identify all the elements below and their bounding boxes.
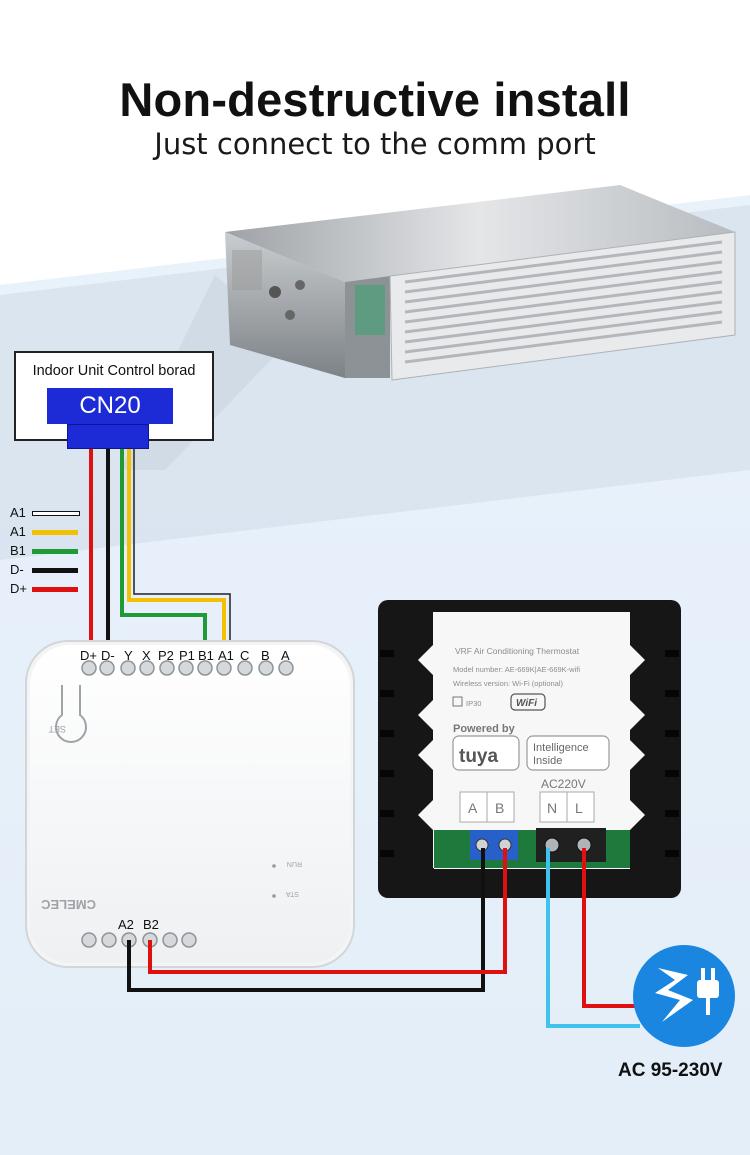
legend-item-b1-green: B1 — [10, 543, 78, 559]
terminal-label: B1 — [198, 648, 214, 663]
terminal-label: B2 — [143, 917, 159, 932]
thermostat-wires — [127, 848, 640, 1028]
terminal-label: A2 — [118, 917, 134, 932]
sta-indicator-label: STA — [286, 890, 299, 897]
sub-title: Just connect to the comm port — [154, 127, 596, 161]
legend-swatch — [32, 511, 80, 516]
control-board-label: Indoor Unit Control borad — [32, 363, 196, 379]
cn20-port-label: CN20 — [47, 388, 173, 424]
terminal-n-label: N — [547, 800, 557, 816]
brand-logo: CMELEC — [41, 897, 97, 912]
legend-label: B1 — [10, 543, 26, 558]
thermostat-wireless: Wireless version: Wi-Fi (optional) — [453, 679, 564, 688]
terminal-label: Y — [124, 648, 133, 663]
terminal-label: C — [240, 648, 249, 663]
main-title: Non-destructive install — [119, 73, 631, 126]
ip-rating: IP30 — [466, 699, 481, 708]
comm-wires — [89, 447, 231, 660]
indoor-unit-image — [225, 185, 736, 381]
run-indicator-label: RUN — [287, 860, 302, 867]
terminal-label: P1 — [179, 648, 195, 663]
terminal-l-label: L — [575, 800, 583, 816]
legend-item-a1-yellow: A1 — [10, 524, 78, 540]
legend-label: D+ — [10, 581, 27, 596]
power-plug-icon — [633, 945, 735, 1047]
thermostat-model: Model number: AE-669K|AE-669K-wifi — [453, 665, 580, 674]
legend-swatch — [32, 549, 78, 554]
terminal-label: D+ — [80, 648, 97, 663]
tuya-logo: tuya — [459, 746, 499, 767]
set-button-label: SET — [48, 724, 66, 734]
terminal-label: A1 — [218, 648, 234, 663]
legend-item-d-plus-red: D+ — [10, 581, 78, 597]
thermostat-device — [378, 600, 681, 898]
power-rating-label: AC220V — [541, 777, 586, 791]
terminal-label: B — [261, 648, 270, 663]
legend-item-a1-white: A1 — [10, 505, 80, 521]
terminal-b-label: B — [495, 800, 504, 816]
inside-label: Inside — [533, 755, 562, 767]
gateway-module — [25, 640, 355, 968]
powered-by-label: Powered by — [453, 723, 516, 735]
legend-swatch — [32, 530, 78, 535]
wifi-logo: WiFi — [516, 698, 537, 709]
cn20-connector — [67, 424, 149, 449]
legend-label: D- — [10, 562, 24, 577]
legend-swatch — [32, 568, 78, 573]
power-supply-label: AC 95-230V — [618, 1060, 723, 1081]
legend-item-d-minus-black: D- — [10, 562, 78, 578]
terminal-label: X — [142, 648, 151, 663]
legend-label: A1 — [10, 524, 26, 539]
thermostat-product-name: VRF Air Conditioning Thermostat — [455, 646, 580, 656]
terminal-label: P2 — [158, 648, 174, 663]
terminal-label: D- — [101, 648, 115, 663]
legend-label: A1 — [10, 505, 26, 520]
gateway-top-terminal-screws — [81, 660, 294, 676]
terminal-a-label: A — [468, 800, 478, 816]
legend-swatch — [32, 587, 78, 592]
terminal-label: A — [281, 648, 290, 663]
intelligence-label: Intelligence — [533, 742, 589, 754]
